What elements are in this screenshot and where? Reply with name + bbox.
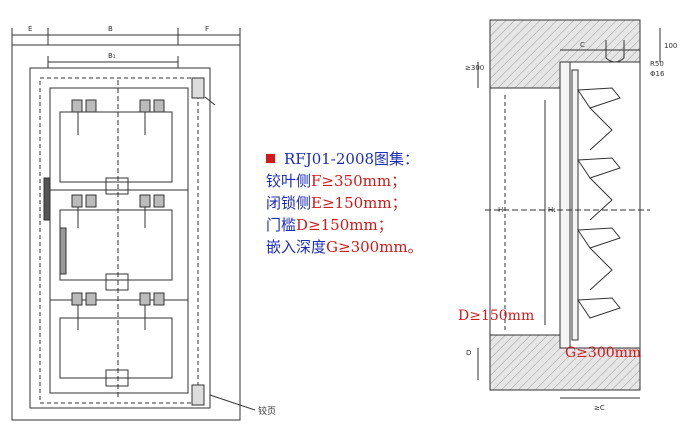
requirements-note: RFJ01-2008图集： 铰叶侧F≥350mm； 闭锁侧E≥150mm； 门槛… xyxy=(266,148,476,258)
dim-d-label: D xyxy=(466,349,471,357)
bullet-marker xyxy=(266,154,275,163)
dim-100-label: 100 xyxy=(664,42,677,50)
dim-e-label: E xyxy=(28,25,32,33)
note-line2-prefix: 闭锁侧 xyxy=(266,194,312,212)
label-g-300: G≥300mm xyxy=(565,345,642,361)
door-elevation-drawing xyxy=(11,28,256,421)
dim-c-bottom-label: ≥C xyxy=(594,404,605,412)
dim-h-label: H xyxy=(498,206,503,214)
note-line1-prefix: 铰叶侧 xyxy=(266,172,312,190)
note-line1-value: F≥350mm； xyxy=(311,172,407,190)
label-d-150: D≥150mm xyxy=(458,308,535,324)
note-line3-prefix: 门槛 xyxy=(266,216,297,234)
note-line3-value: D≥150mm； xyxy=(296,216,393,234)
wall-section-drawing xyxy=(477,19,661,399)
note-title: RFJ01-2008图集： xyxy=(284,150,420,168)
dim-b1-label: B₁ xyxy=(108,52,116,60)
phi16-label: Φ16 xyxy=(650,70,665,78)
note-line4-prefix: 嵌入深度 xyxy=(266,238,327,256)
dim-300-label: ≥300 xyxy=(465,64,484,72)
dim-b-label: B xyxy=(108,25,113,33)
dim-c-label: C xyxy=(580,41,585,49)
note-line4-value: G≥300mm。 xyxy=(326,238,423,256)
dim-h1-label: H₁ xyxy=(548,206,556,214)
hinge-label: 铰页 xyxy=(258,405,276,417)
note-line2-value: E≥150mm； xyxy=(311,194,407,212)
dim-f-label: F xyxy=(205,25,209,33)
r50-label: R50 xyxy=(650,60,664,68)
